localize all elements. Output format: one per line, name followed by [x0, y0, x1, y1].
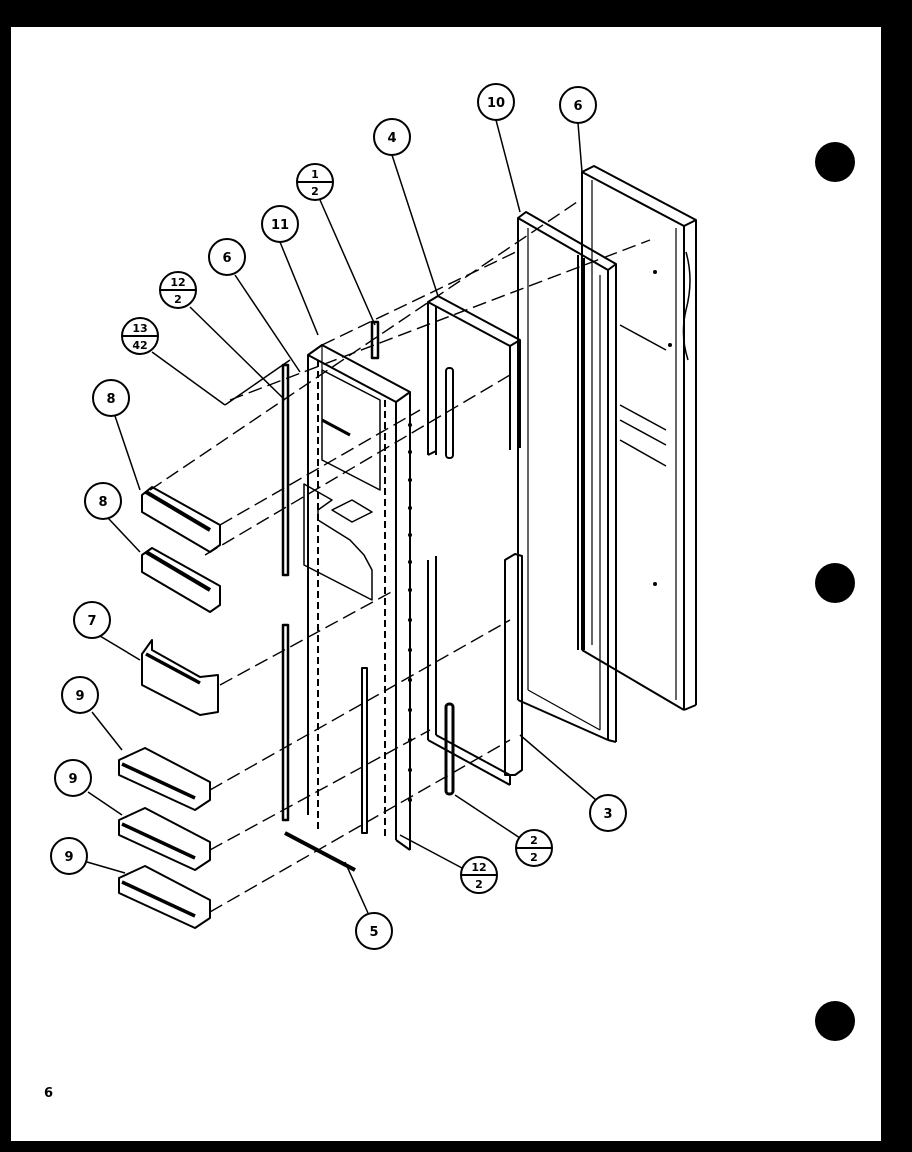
callout-5: 5 — [355, 912, 393, 950]
callout-6-top: 6 — [559, 86, 597, 124]
svg-text:8: 8 — [106, 392, 115, 407]
svg-text:2: 2 — [530, 834, 538, 847]
svg-text:8: 8 — [98, 495, 107, 510]
door-shelves — [118, 486, 221, 929]
outer-door-panel — [581, 165, 697, 711]
shelf-9-b — [118, 807, 211, 871]
diagram-page — [11, 27, 881, 1141]
svg-text:2: 2 — [174, 293, 182, 306]
callout-10: 10 — [477, 83, 515, 121]
callout-9-c: 9 — [50, 837, 88, 875]
svg-text:3: 3 — [603, 807, 612, 822]
svg-text:9: 9 — [64, 850, 73, 865]
svg-text:10: 10 — [487, 96, 505, 111]
svg-text:7: 7 — [87, 614, 96, 629]
svg-text:6: 6 — [573, 99, 582, 114]
svg-text:13: 13 — [132, 322, 147, 335]
shelf-8-upper — [141, 486, 221, 553]
callout-11: 11 — [261, 205, 299, 243]
svg-text:12: 12 — [170, 276, 185, 289]
callout-2-over-2: 22 — [515, 829, 553, 867]
binder-hole-icon — [815, 142, 855, 182]
callout-12-over-2-top: 122 — [159, 271, 197, 309]
callout-8-lower: 8 — [84, 482, 122, 520]
svg-text:9: 9 — [68, 772, 77, 787]
shelf-8-lower — [141, 547, 221, 613]
inner-liner-panel — [303, 344, 412, 851]
breaker-frame — [427, 295, 523, 796]
leader-lines — [86, 119, 597, 914]
assembly-lines — [149, 199, 651, 913]
svg-text:2: 2 — [530, 851, 538, 864]
trim-strips — [281, 320, 380, 872]
binder-hole-icon — [815, 563, 855, 603]
svg-text:6: 6 — [222, 251, 231, 266]
svg-text:2: 2 — [475, 878, 483, 891]
binder-hole-icon — [815, 1001, 855, 1041]
callout-7: 7 — [73, 601, 111, 639]
shelf-7 — [141, 639, 219, 716]
callout-1-over-2: 12 — [296, 163, 334, 201]
svg-text:12: 12 — [471, 861, 486, 874]
shelf-9-a — [118, 747, 211, 811]
shelf-9-c — [118, 865, 211, 929]
callout-6-left: 6 — [208, 238, 246, 276]
binder-holes — [815, 142, 855, 1041]
door-liner — [517, 211, 617, 743]
svg-text:2: 2 — [311, 185, 319, 198]
svg-text:9: 9 — [75, 689, 84, 704]
callout-9-a: 9 — [61, 676, 99, 714]
svg-text:1: 1 — [311, 168, 319, 181]
svg-text:5: 5 — [369, 925, 378, 940]
callout-8-upper: 8 — [92, 379, 130, 417]
callout-9-b: 9 — [54, 759, 92, 797]
callout-4: 4 — [373, 118, 411, 156]
svg-text:4: 4 — [387, 131, 396, 146]
callout-3: 3 — [589, 794, 627, 832]
svg-text:11: 11 — [271, 218, 289, 233]
callout-12-over-2-bottom: 122 — [460, 856, 498, 894]
svg-text:42: 42 — [132, 339, 147, 352]
page-number: 6 — [44, 1086, 54, 1101]
